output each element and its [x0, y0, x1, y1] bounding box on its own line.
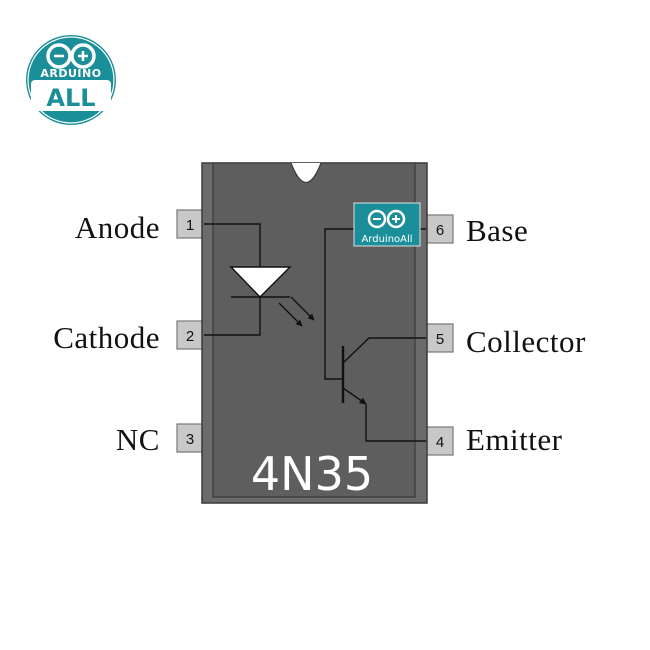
pin-6-number: 6 — [436, 222, 444, 239]
pin-6: 6 — [425, 214, 454, 244]
pin-4-number: 4 — [436, 434, 444, 451]
pin-5: 5 — [425, 323, 454, 353]
pin-5-number: 5 — [436, 331, 444, 348]
pin-2-number: 2 — [186, 328, 194, 345]
chip-package — [201, 162, 428, 504]
pin1-notch — [290, 162, 322, 183]
pin-4: 4 — [425, 426, 454, 456]
arduinoall-watermark: ArduinoAll — [353, 202, 421, 247]
light-emission-arrows — [278, 296, 315, 327]
pin-3: 3 — [176, 423, 205, 453]
pin-1-label: Anode — [75, 210, 160, 245]
led-symbol — [204, 223, 292, 336]
pin-6-label: Base — [466, 213, 528, 248]
pin-2-label: Cathode — [53, 320, 160, 355]
watermark-text: ArduinoAll — [361, 234, 412, 245]
arduino-all-logo: ARDUINO ALL — [26, 35, 116, 125]
pin-1: 1 — [176, 209, 205, 239]
logo-bottom-text: ALL — [46, 84, 95, 112]
pin-4-label: Emitter — [466, 422, 563, 457]
pin-3-number: 3 — [186, 431, 194, 448]
logo-top-text: ARDUINO — [40, 67, 101, 80]
pin-5-label: Collector — [466, 324, 586, 359]
infinity-icon — [367, 209, 406, 229]
pin-3-label: NC — [116, 422, 160, 457]
infinity-icon — [46, 43, 96, 69]
chip-part-number: 4N35 — [251, 447, 373, 501]
pin-1-number: 1 — [186, 217, 194, 234]
pin-2: 2 — [176, 320, 205, 350]
